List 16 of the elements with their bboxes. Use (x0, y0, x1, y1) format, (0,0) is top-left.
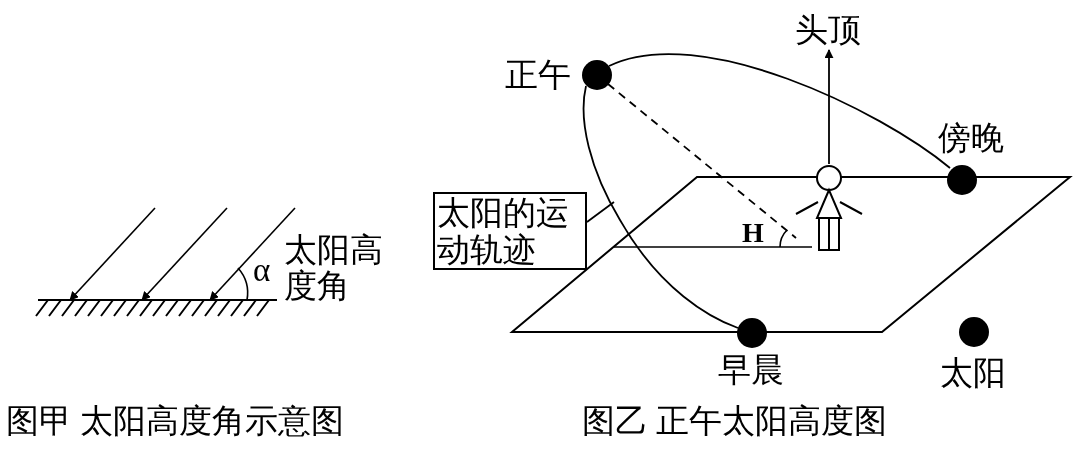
angle-symbol: H (742, 216, 764, 250)
arrow (824, 49, 834, 165)
sun-label: 早晨 (718, 352, 784, 388)
figure-caption: 图乙 正午太阳高度图 (582, 403, 888, 439)
sun-label: 正午 (505, 57, 571, 93)
sun-path-curve (582, 85, 739, 329)
legend-label: 太阳 (940, 355, 1006, 391)
sun-path-curve (608, 53, 951, 169)
zenith-label: 头顶 (795, 12, 861, 48)
figure-caption: 图甲 太阳高度角示意图 (6, 403, 345, 439)
angle-symbol: α (253, 252, 271, 288)
person-figure (794, 164, 864, 252)
sight-line (607, 83, 797, 239)
angle-label: 太阳高度角 (284, 232, 384, 304)
sun-label: 傍晚 (938, 120, 1004, 156)
callout-box: 太阳的运动轨迹 (433, 192, 587, 270)
